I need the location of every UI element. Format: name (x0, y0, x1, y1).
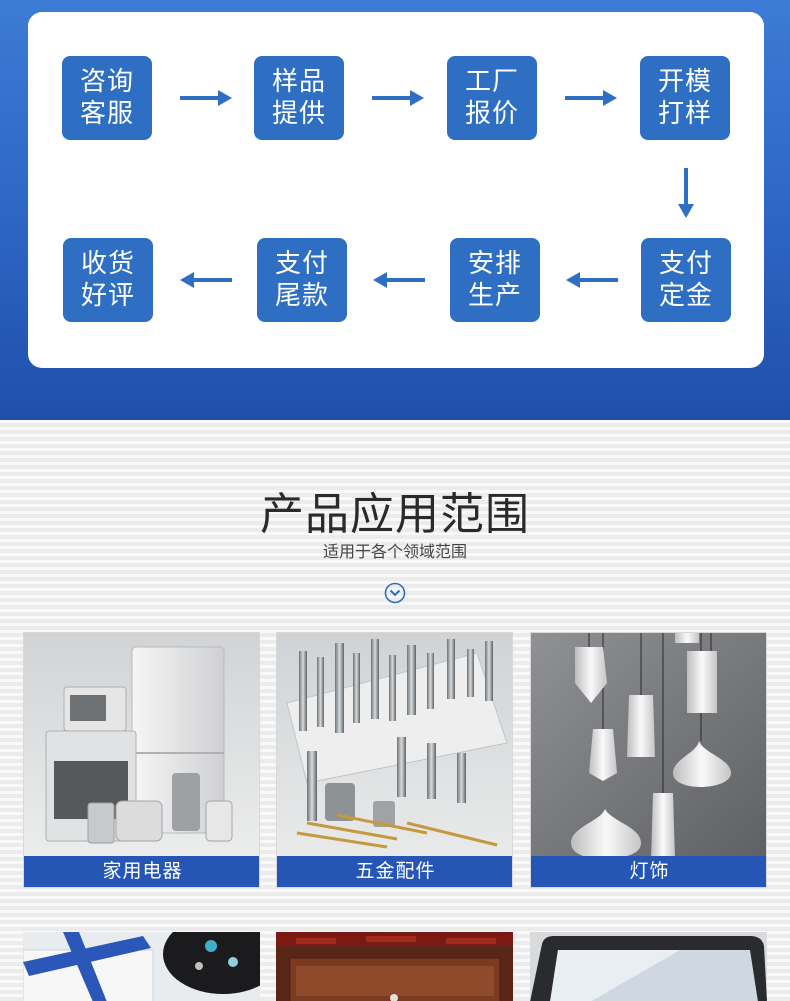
applications-section: 产品应用范围 适用于各个领域范围 (0, 420, 790, 1001)
application-tile-jewelry[interactable] (23, 932, 260, 1001)
chevron-down-circle-icon (384, 582, 406, 604)
step-pay-deposit: 支付 定金 (641, 238, 731, 322)
arrow-left-icon (180, 272, 232, 288)
process-card: 咨询 客服 样品 提供 工厂 报价 开模 打样 支付 定金 安排 生产 (28, 12, 764, 368)
tile-caption: 家用电器 (24, 856, 259, 887)
arrow-right-icon (180, 90, 232, 106)
pendant-lamps-image (531, 633, 766, 859)
step-pay-balance: 支付 尾款 (257, 238, 347, 322)
tile-caption: 五金配件 (277, 856, 512, 887)
step-factory-quote: 工厂 报价 (447, 56, 537, 140)
section-subtitle: 适用于各个领域范围 (322, 542, 467, 561)
laptop-image (530, 932, 767, 1001)
step-arrange-production: 安排 生产 (450, 238, 540, 322)
application-tile-electronics[interactable] (530, 932, 767, 1001)
home-appliances-image (24, 633, 259, 859)
arrow-right-icon (372, 90, 424, 106)
hardware-parts-image (277, 633, 512, 859)
arrow-left-icon (566, 272, 618, 288)
jewelry-gift-box-image (23, 932, 260, 1001)
step-sample-provide: 样品 提供 (254, 56, 344, 140)
application-tile-home-appliances[interactable]: 家用电器 (23, 632, 260, 888)
application-tile-lighting[interactable]: 灯饰 (530, 632, 767, 888)
arrow-right-icon (565, 90, 617, 106)
process-section: 咨询 客服 样品 提供 工厂 报价 开模 打样 支付 定金 安排 生产 (0, 0, 790, 420)
section-title: 产品应用范围 (260, 489, 530, 540)
tile-caption: 灯饰 (531, 856, 766, 887)
wooden-furniture-image (276, 932, 513, 1001)
step-receive-review: 收货 好评 (63, 238, 153, 322)
arrow-down-icon (678, 168, 694, 218)
arrow-left-icon (373, 272, 425, 288)
application-tile-hardware-parts[interactable]: 五金配件 (276, 632, 513, 888)
application-tile-furniture[interactable] (276, 932, 513, 1001)
step-mold-sampling: 开模 打样 (640, 56, 730, 140)
step-consult-service: 咨询 客服 (62, 56, 152, 140)
